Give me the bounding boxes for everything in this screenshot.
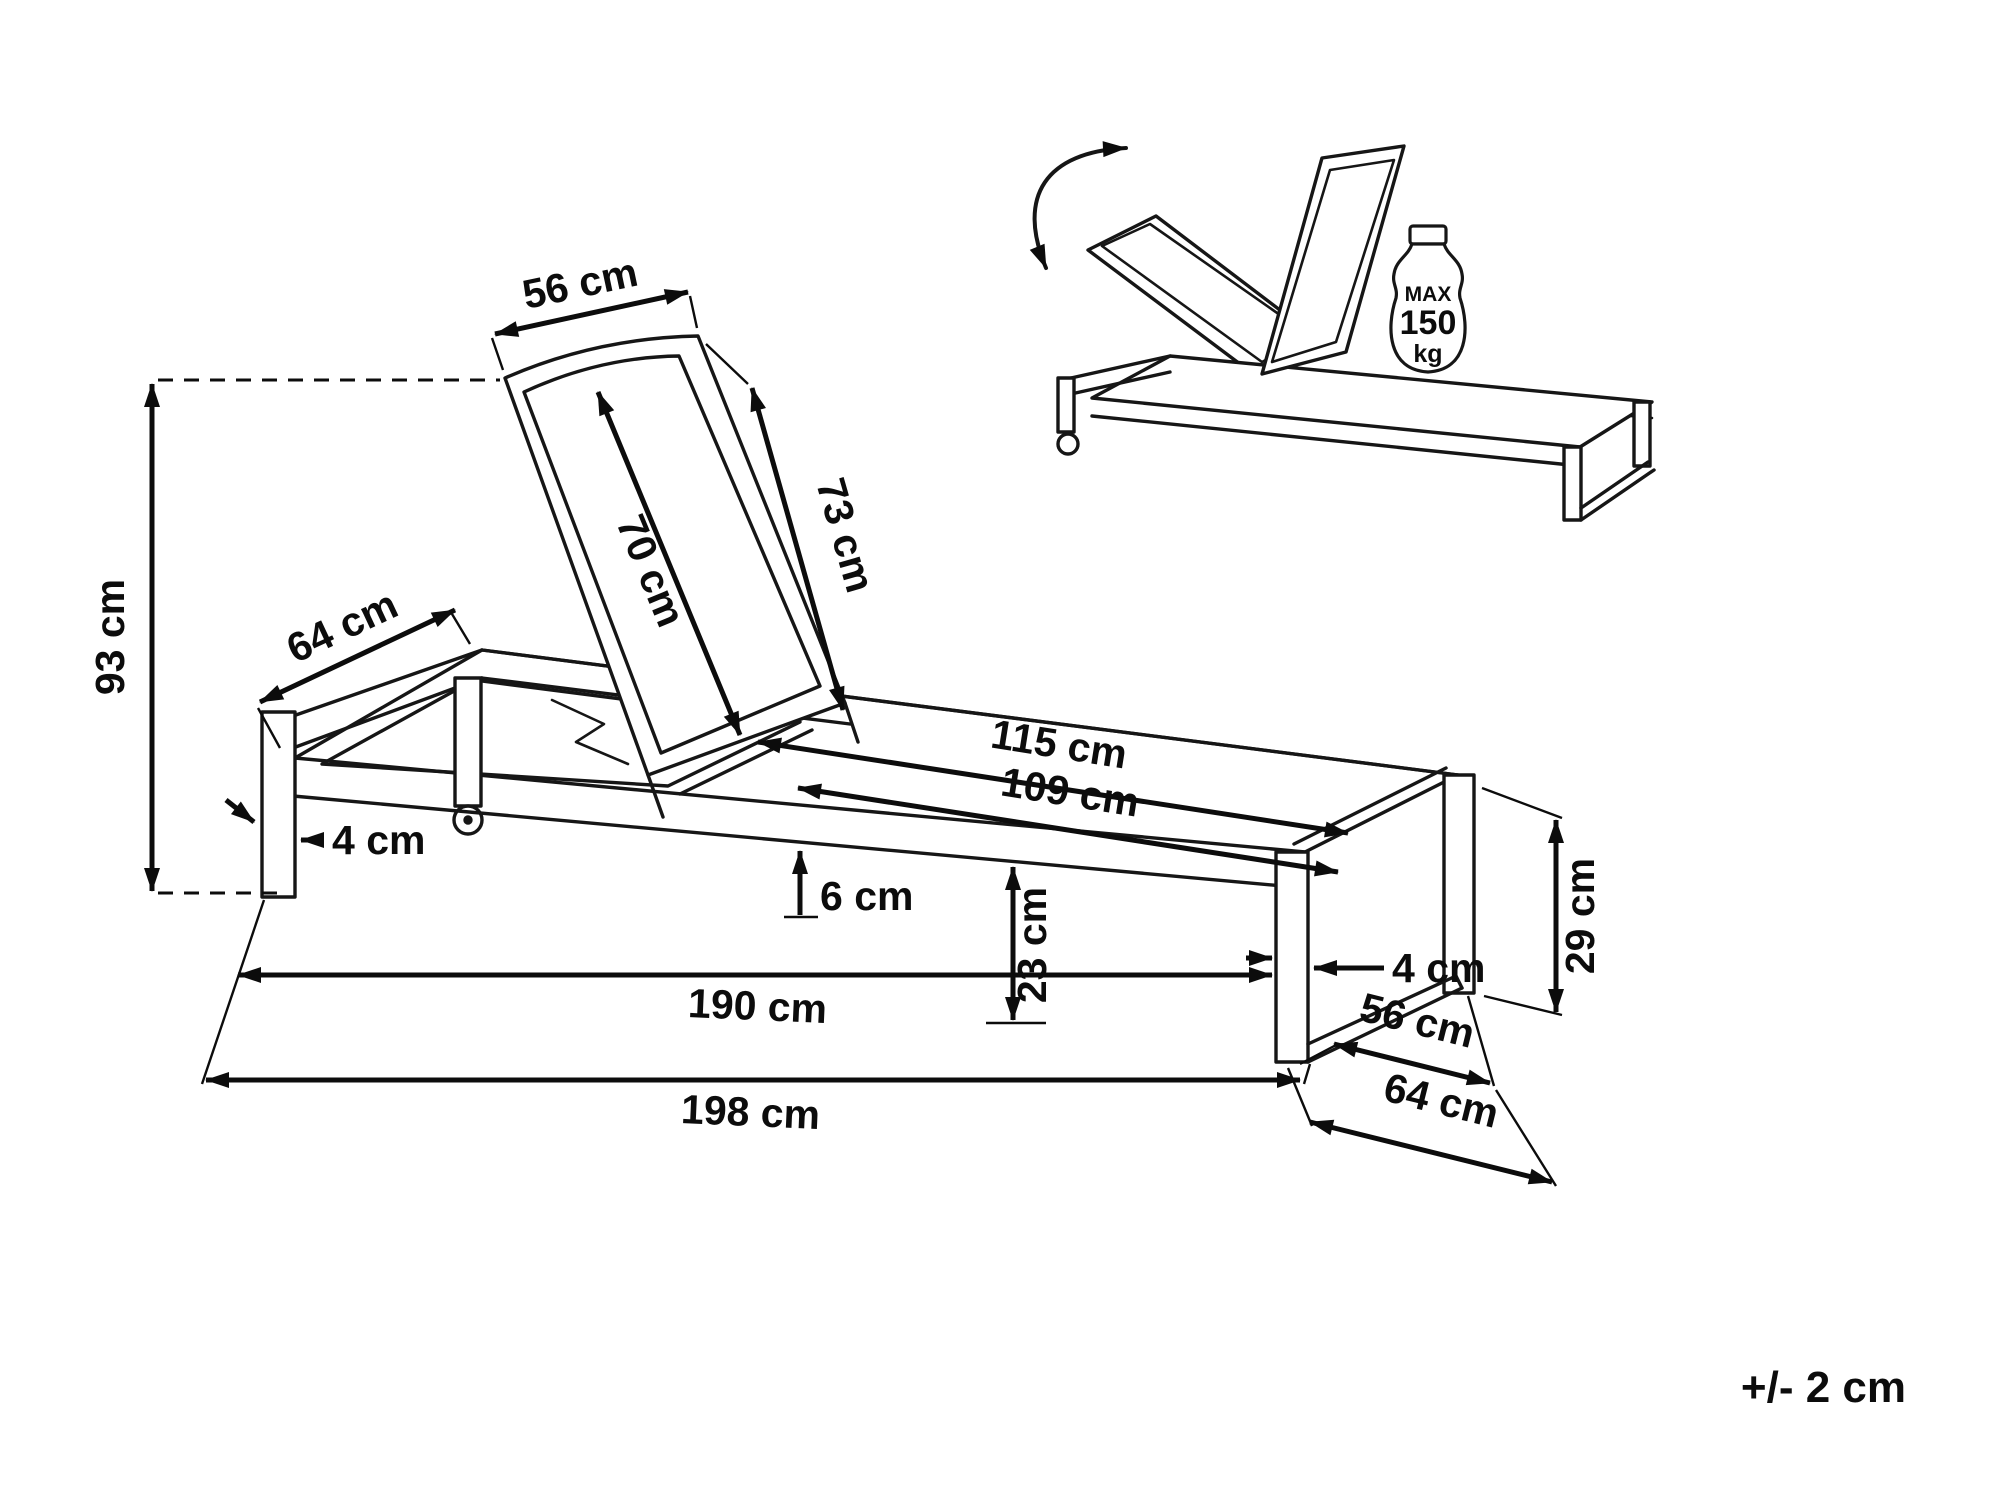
weight-jug-cap [1408, 224, 1448, 246]
main-lounger-drawing [260, 334, 1476, 1064]
dim-label-leg-height: 29 cm [1557, 858, 1603, 974]
dim-total-height: 93 cm [87, 378, 500, 895]
extension-line [688, 295, 699, 329]
castor-axle [463, 815, 473, 825]
front-left-leg [260, 710, 297, 899]
extension-line [1299, 1042, 1339, 1066]
backrest-stub-left [646, 773, 665, 819]
ratchet-strut [550, 698, 630, 766]
dim-label-leg-tube: 4 cm [1392, 945, 1485, 991]
inset-seat-deck [1090, 354, 1654, 449]
backrest-upright-position [1260, 144, 1406, 376]
recline-inset [1029, 141, 1656, 522]
dim-label-profile-height: 6 cm [820, 873, 913, 919]
extension-line [450, 613, 472, 645]
foot-runner-cap [1454, 974, 1464, 990]
inset-runner-top [1579, 460, 1650, 510]
max-load-icon: MAX 150 kg [1389, 224, 1467, 374]
dim-leg-tube: 4 cm [1246, 945, 1485, 991]
backrest-stub-right [843, 701, 860, 744]
far-right-leg [1442, 773, 1476, 995]
dim-label-total-length: 198 cm [680, 1086, 821, 1138]
extension-line [200, 899, 266, 1085]
inset-runner-bottom [1579, 468, 1656, 522]
foot-runner-top [1306, 974, 1458, 1046]
arrow-seat-frame [797, 783, 1339, 877]
inset-head-rail-inner [1060, 370, 1172, 398]
dim-label-backrest-frame: 73 cm [807, 473, 883, 597]
inset-left-post [1056, 376, 1076, 434]
inset-head-rail [1060, 354, 1172, 382]
arrow-head-end-width [258, 607, 457, 705]
inset-wheel [1056, 432, 1080, 456]
max-load-value: 150 [1400, 304, 1457, 342]
arrow-backrest-frame [749, 387, 846, 711]
arrow-backrest-surface [595, 391, 743, 736]
extension-line [1302, 1063, 1312, 1085]
front-right-leg [1274, 850, 1310, 1064]
dim-label-clearance: 23 cm [1009, 887, 1055, 1003]
arrow-total-width [1309, 1119, 1553, 1185]
inset-front-leg [1562, 445, 1583, 522]
inset-far-leg [1632, 400, 1652, 468]
extension-line [705, 343, 749, 385]
dim-label-frame-tube-left: 4 cm [332, 817, 425, 863]
dim-label-head-end-width: 64 cm [280, 581, 405, 672]
backrest-sling [522, 354, 822, 755]
open-frame-section [320, 678, 802, 788]
extension-line [1286, 1067, 1314, 1127]
recline-curved-arrow-icon [1029, 141, 1128, 270]
max-load-label: MAX [1405, 283, 1452, 306]
tolerance-note: +/- 2 cm [1741, 1363, 1906, 1412]
inset-near-rail-bottom [1090, 414, 1582, 468]
dim-label-total-width: 64 cm [1379, 1064, 1503, 1137]
weight-jug-body [1389, 242, 1467, 374]
dim-label-total-height: 93 cm [87, 579, 133, 695]
dim-total-length: 198 cm [200, 899, 1312, 1138]
dim-clearance-height: 23 cm [986, 866, 1055, 1025]
dim-leg-height: 29 cm [1481, 786, 1603, 1017]
far-left-leg [453, 676, 483, 808]
backrest-upright-sling [1270, 158, 1396, 364]
max-load-unit: kg [1413, 340, 1442, 368]
extension-line [490, 337, 505, 371]
extension-line [256, 707, 282, 749]
dim-frame-profile-height: 6 cm [784, 850, 913, 919]
arrow-foot-inner-width [1333, 1041, 1491, 1086]
extension-line [1483, 994, 1563, 1017]
dim-frame-tube-left: 4 cm [224, 798, 425, 863]
dim-total-width: 64 cm [1286, 1064, 1558, 1187]
dim-label-lying-length: 190 cm [687, 980, 828, 1032]
arrow-tube-outer [224, 798, 256, 824]
dim-lying-length: 190 cm [237, 967, 1273, 1032]
extension-line [1481, 786, 1563, 820]
arrow-backrest-width [494, 289, 689, 337]
